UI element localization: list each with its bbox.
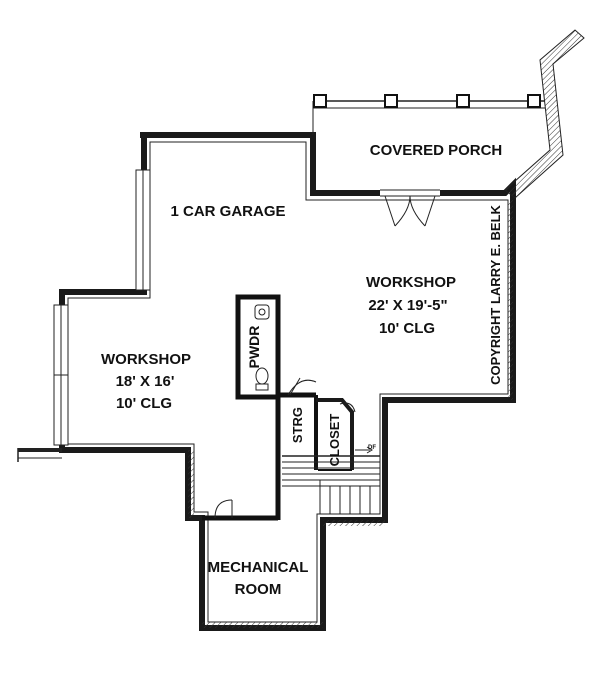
workshop-small-size: 18' X 16' (116, 373, 175, 390)
mechanical-room (202, 499, 278, 521)
porch-column (313, 94, 327, 108)
porch-column (384, 94, 398, 108)
mechanical-label-line2: ROOM (235, 581, 282, 598)
porch-doors (380, 189, 440, 227)
workshop-large-ceiling: 10' CLG (379, 320, 435, 337)
workshop-large-size: 22' X 19'-5" (368, 297, 447, 314)
powder-label: PWDR (246, 326, 262, 369)
workshop-window (53, 304, 69, 446)
storage-label: STRG (290, 407, 305, 443)
copyright-label: COPYRIGHT LARRY E. BELK (488, 204, 503, 384)
retaining-wall (504, 29, 585, 199)
covered-porch-structure (312, 94, 545, 135)
covered-porch-label: COVERED PORCH (370, 142, 503, 159)
porch-column (456, 94, 470, 108)
toilet-icon (255, 367, 269, 385)
storage-closet (275, 377, 356, 520)
garage-label: 1 CAR GARAGE (170, 203, 285, 220)
porch-column (527, 94, 541, 108)
workshop-large-name: WORKSHOP (366, 274, 456, 291)
workshop-small-ceiling: 10' CLG (116, 395, 172, 412)
foundation-hatch (188, 200, 513, 628)
closet-label: CLOSET (327, 414, 342, 467)
stairs (282, 446, 380, 514)
sink-icon (254, 304, 270, 320)
workshop-small-name: WORKSHOP (101, 351, 191, 368)
mechanical-label-line1: MECHANICAL (208, 559, 309, 576)
stair-note: DF (368, 445, 376, 451)
powder-room (235, 294, 281, 400)
left-retaining-wall (17, 448, 62, 462)
garage-window (135, 169, 151, 291)
